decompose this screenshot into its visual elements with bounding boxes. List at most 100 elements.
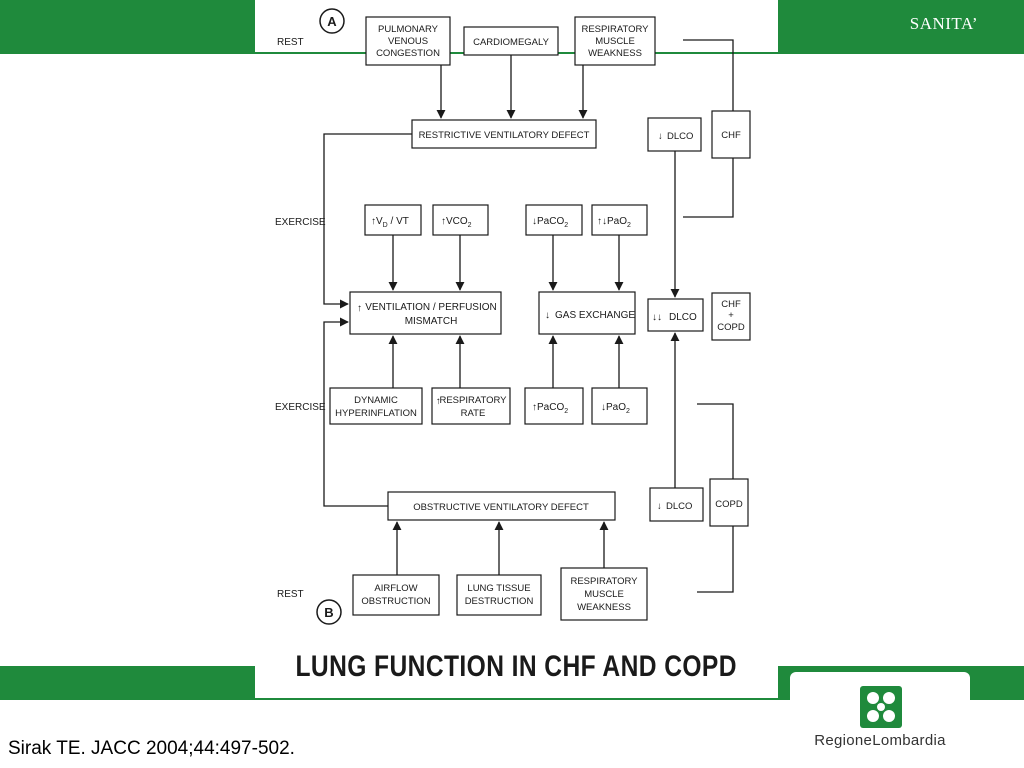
box-paco2-up <box>524 387 584 425</box>
pao2-down-main: PaO <box>606 402 626 413</box>
text-muscle-bottom: MUSCLE <box>584 589 624 600</box>
text-chf-copd-1: CHF <box>721 299 741 310</box>
vd-vt-main: V <box>376 216 383 227</box>
text-respiratory-rate-2: RATE <box>461 408 486 419</box>
row-label-exercise-top: EXERCISE <box>275 217 326 228</box>
text-copd: COPD <box>715 499 743 510</box>
vq-arrow: ↑ <box>357 303 362 314</box>
paco2-down-main: PaCO <box>537 216 564 227</box>
row-label-rest-bottom: REST <box>277 589 304 600</box>
svg-text:↓PaO2: ↓PaO2 <box>601 402 630 415</box>
box-dlco-copd <box>649 487 704 522</box>
citation: Sirak TE. JACC 2004;44:497-502. <box>8 738 295 759</box>
footer-band-left <box>0 666 255 698</box>
text-respiratory-top: RESPIRATORY <box>581 24 649 35</box>
box-respiratory-muscle-weakness-bottom <box>560 567 648 621</box>
dlco-copd-arrow: ↓ <box>657 501 662 512</box>
regione-lombardia-wordmark: RegioneLombardia <box>814 732 946 749</box>
regione-lombardia-logo: RegioneLombardia <box>790 672 970 768</box>
text-dlco-chf: DLCO <box>667 131 693 142</box>
text-respiratory-bottom: RESPIRATORY <box>570 576 638 587</box>
footer-divider <box>0 698 1024 700</box>
dlco-both-arrow: ↓↓ <box>652 312 662 323</box>
header-band-right: SANITA’ <box>778 0 1024 52</box>
vco2-main: VCO <box>446 216 468 227</box>
text-dynamic: DYNAMIC <box>354 395 398 406</box>
text-dlco-chf-arrow: ↓ <box>658 131 663 142</box>
vco2-arrow: ↑ <box>441 216 446 227</box>
text-dlco-copd: DLCO <box>666 501 692 512</box>
figure-title: LUNG FUNCTION IN CHF AND COPD <box>295 650 738 683</box>
text-vq-line1: VENTILATION / PERFUSION <box>365 302 497 313</box>
pao2-down-arrow: ↓ <box>601 402 606 413</box>
box-pulmonary-venous-congestion <box>365 16 451 66</box>
panel-b-marker: B <box>316 599 342 625</box>
text-lung-tissue: LUNG TISSUE <box>467 583 530 594</box>
pao2-updown-main: PaO <box>607 216 627 227</box>
box-obstructive-defect <box>387 491 616 521</box>
box-paco2-down <box>525 204 583 236</box>
paco2-up-main: PaCO <box>537 402 564 413</box>
box-copd <box>709 478 749 527</box>
box-pao2-updown <box>591 204 648 236</box>
text-muscle-top: MUSCLE <box>595 36 635 47</box>
text-obstructive-defect: OBSTRUCTIVE VENTILATORY DEFECT <box>413 502 589 513</box>
text-cardiomegaly: CARDIOMEGALY <box>473 37 550 48</box>
box-lung-tissue-destruction <box>456 574 542 616</box>
vd-vt-arrow: ↑ <box>371 216 376 227</box>
vd-vt-rest: / VT <box>388 216 409 227</box>
text-obstruction: OBSTRUCTION <box>361 596 430 607</box>
text-dlco-both: DLCO <box>669 312 697 323</box>
pao2-down-sub: 2 <box>626 408 630 415</box>
figure-title-strip: LUNG FUNCTION IN CHF AND COPD <box>255 640 778 694</box>
regione-lombardia-rose-icon <box>860 686 902 728</box>
box-chf <box>711 110 751 159</box>
panel-a-marker: A <box>319 8 345 34</box>
section-label: SANITA’ <box>909 14 978 33</box>
box-airflow-obstruction <box>352 574 440 616</box>
row-label-exercise-bottom: EXERCISE <box>275 402 326 413</box>
lung-function-flowchart: A B REST EXERCISE EXERCISE REST <box>255 0 778 640</box>
text-respiratory-rate-1: RESPIRATORY <box>439 395 507 406</box>
text-gas-exchange: GAS EXCHANGE <box>555 310 635 321</box>
box-dlco-chf <box>647 117 702 152</box>
text-chf-copd-2: + <box>728 310 734 321</box>
panel-b-letter: B <box>324 605 333 620</box>
paco2-down-arrow: ↓ <box>532 216 537 227</box>
vd-vt-sub: D <box>383 222 388 229</box>
text-airflow: AIRFLOW <box>374 583 417 594</box>
row-label-rest-top: REST <box>277 37 304 48</box>
svg-text:↑↓PaO2: ↑↓PaO2 <box>597 216 631 229</box>
box-gas-exchange <box>538 291 636 335</box>
box-vq-mismatch <box>349 291 502 335</box>
text-weakness-top: WEAKNESS <box>588 48 642 59</box>
box-restrictive-defect <box>411 119 597 149</box>
box-respiratory-muscle-weakness-top <box>574 16 656 66</box>
text-hyperinflation: HYPERINFLATION <box>335 408 417 419</box>
svg-text:↑VD / VT: ↑VD / VT <box>371 216 409 229</box>
text-chf-copd-3: COPD <box>717 322 745 333</box>
text-congestion: CONGESTION <box>376 48 440 59</box>
paco2-up-sub: 2 <box>564 408 568 415</box>
pao2-updown-arrow: ↑↓ <box>597 216 607 227</box>
text-weakness-bottom: WEAKNESS <box>577 602 631 613</box>
panel-a-letter: A <box>327 14 337 29</box>
text-venous: VENOUS <box>388 36 428 47</box>
box-dlco-chf-copd <box>647 298 704 332</box>
box-chf-copd <box>711 292 751 341</box>
svg-text:↓PaCO2: ↓PaCO2 <box>532 216 568 229</box>
text-pulmonary: PULMONARY <box>378 24 439 35</box>
svg-text:↑VCO2: ↑VCO2 <box>441 216 472 229</box>
box-vd-vt <box>364 204 422 236</box>
box-vco2 <box>432 204 489 236</box>
box-respiratory-rate <box>431 387 511 425</box>
svg-text:↑PaCO2: ↑PaCO2 <box>532 402 568 415</box>
resp-rate-arrow: ↑ <box>436 396 441 407</box>
text-restrictive-defect: RESTRICTIVE VENTILATORY DEFECT <box>419 130 590 141</box>
box-pao2-down <box>591 387 648 425</box>
header-band-left <box>0 0 255 52</box>
vco2-sub: 2 <box>468 222 472 229</box>
text-vq-line2: MISMATCH <box>405 316 458 327</box>
text-chf: CHF <box>721 130 741 141</box>
paco2-up-arrow: ↑ <box>532 402 537 413</box>
